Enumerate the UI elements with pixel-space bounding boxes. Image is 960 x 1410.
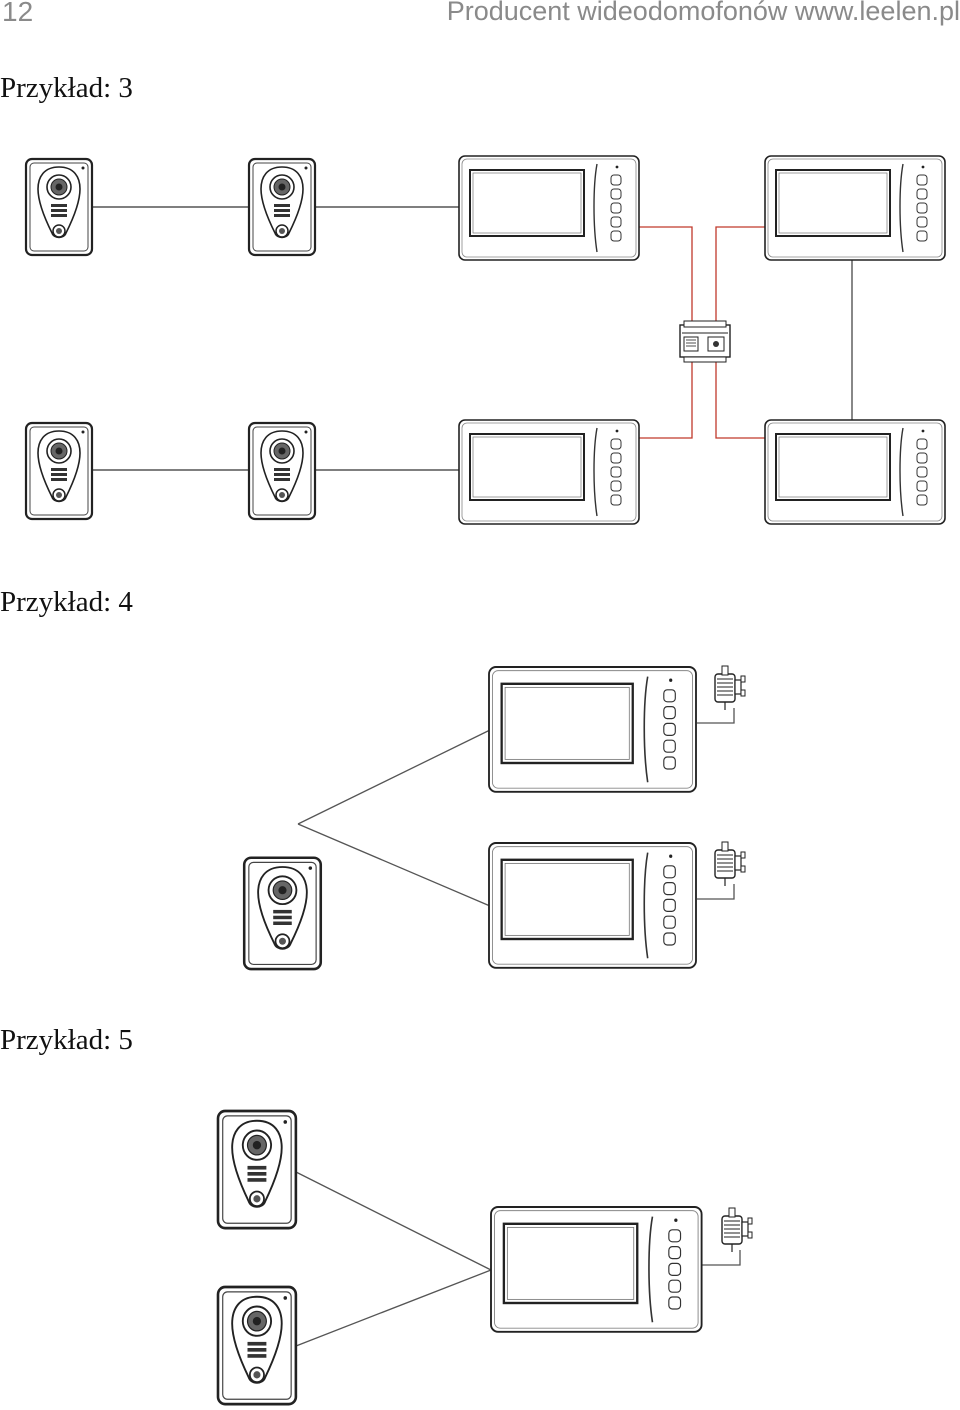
monitor-icon	[764, 155, 946, 261]
door-station-icon	[24, 421, 94, 521]
wire-red	[715, 226, 766, 322]
header-title: Producent wideodomofonów www.leelen.pl	[446, 0, 960, 26]
wire	[700, 1250, 741, 1266]
monitor-icon	[764, 419, 946, 525]
monitor-icon	[458, 419, 640, 525]
monitor-icon	[487, 841, 698, 969]
wire-red	[636, 226, 693, 322]
wire-red	[715, 362, 766, 439]
wire	[697, 884, 735, 900]
monitor-icon	[489, 1205, 703, 1334]
wire	[297, 823, 491, 907]
example-3-diagram	[24, 155, 946, 525]
monitor-icon	[487, 665, 698, 793]
example-4-diagram	[242, 665, 746, 971]
wire-red	[636, 362, 693, 439]
door-station-icon	[24, 157, 94, 257]
example-5-diagram	[216, 1109, 753, 1406]
wire	[295, 1171, 492, 1271]
power-adapter-icon	[721, 1207, 753, 1253]
page-number: 12	[2, 0, 34, 27]
door-station-icon	[216, 1109, 298, 1230]
door-station-icon	[216, 1285, 298, 1406]
monitor-icon	[458, 155, 640, 261]
power-adapter-icon	[714, 841, 746, 887]
section-title-example-3: Przykład: 3	[0, 72, 133, 104]
section-title-example-5: Przykład: 5	[0, 1024, 133, 1056]
power-adapter-icon	[714, 665, 746, 711]
door-station-icon	[242, 856, 323, 971]
distributor-icon	[679, 320, 731, 363]
wire	[697, 708, 735, 724]
wire	[297, 729, 491, 825]
section-title-example-4: Przykład: 4	[0, 586, 133, 618]
door-station-icon	[247, 421, 317, 521]
door-station-icon	[247, 157, 317, 257]
wire	[295, 1269, 492, 1347]
